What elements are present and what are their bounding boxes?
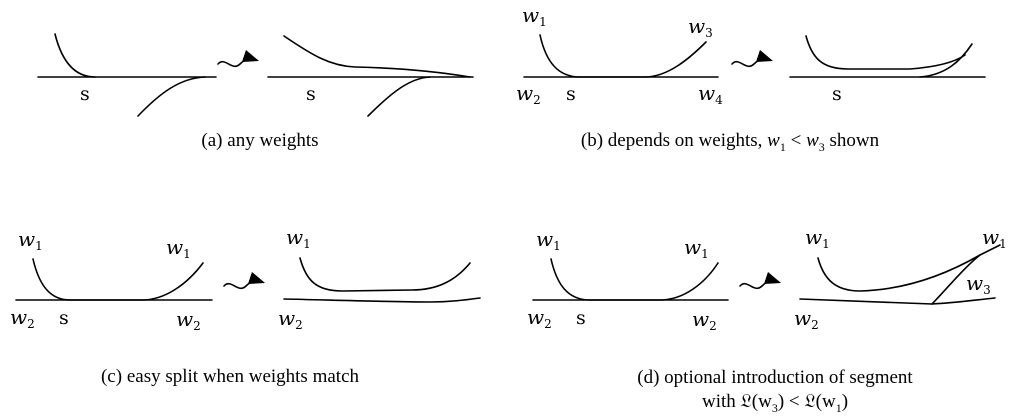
caption-b-sub3: 3 xyxy=(818,139,825,154)
label-w1: w1 xyxy=(522,3,547,29)
label-w2: w2 xyxy=(10,305,35,331)
caption-d-sub3: 3 xyxy=(771,400,778,415)
curve-upper-arc xyxy=(805,35,966,70)
panel-b-before: w1 w3 w2 s w4 xyxy=(516,3,723,107)
curve-upper-arc xyxy=(817,254,981,292)
label-s: s xyxy=(576,307,586,329)
panel-a-after: s xyxy=(267,35,474,117)
label-s: s xyxy=(566,83,576,105)
caption-b-sub1: 1 xyxy=(779,139,786,154)
caption-b-w3: w xyxy=(806,130,819,151)
label-w3: w3 xyxy=(966,271,991,297)
label-w2: w2 xyxy=(516,81,541,107)
panel-d-after: w1 w1 w3 w2 xyxy=(794,225,1007,332)
panel-a: s s xyxy=(37,33,474,117)
caption-d: (d) optional introduction of segment wit… xyxy=(565,366,985,420)
panel-c-after: w1 w2 xyxy=(278,225,481,332)
curve-left-arc xyxy=(54,33,96,78)
label-w2: w2 xyxy=(527,305,552,331)
label-w2: w2 xyxy=(176,307,201,333)
caption-c: (c) easy split when weights match xyxy=(50,366,410,388)
panel-c: w1 w1 w2 s w2 w1 w2 xyxy=(10,225,481,333)
label-w2: w2 xyxy=(692,307,717,333)
caption-d-line1: (d) optional introduction of segment xyxy=(637,367,913,388)
panel-c-before: w1 w1 w2 s w2 xyxy=(10,227,213,333)
label-s: s xyxy=(80,83,90,105)
caption-a: (a) any weights xyxy=(140,130,380,152)
label-w1: w1 xyxy=(166,235,191,261)
curve-lower-arc xyxy=(367,76,431,117)
curve-right-arc xyxy=(919,43,973,78)
transform-arrow xyxy=(739,271,782,290)
curve-lower-line xyxy=(283,297,481,303)
curve-merged-arc xyxy=(283,35,471,78)
label-w4: w4 xyxy=(698,81,723,107)
curve-u-arc xyxy=(550,258,719,301)
panel-d-before: w1 w1 w2 s w2 xyxy=(527,227,729,333)
caption-d-L-w3: 𝔏(w xyxy=(740,391,772,412)
caption-b-w1: w xyxy=(767,130,780,151)
label-s: s xyxy=(306,83,316,105)
caption-d-close: ) xyxy=(841,391,849,412)
label-w1: w1 xyxy=(805,225,830,251)
caption-d-with: with xyxy=(701,391,741,412)
panel-d: w1 w1 w2 s w2 w1 w1 w3 w2 xyxy=(527,225,1007,333)
curve-lower-line xyxy=(799,297,996,305)
label-w2: w2 xyxy=(794,306,819,332)
transform-arrow xyxy=(217,49,260,68)
panel-a-before: s xyxy=(37,33,217,117)
label-s: s xyxy=(59,307,69,329)
curve-u-arc xyxy=(539,34,707,78)
label-w1: w1 xyxy=(286,225,311,251)
label-w3: w3 xyxy=(688,14,713,40)
transform-arrow xyxy=(223,271,266,290)
label-w1: w1 xyxy=(684,235,709,261)
label-w2: w2 xyxy=(278,306,303,332)
caption-b-lt: < xyxy=(785,130,807,151)
caption-c-text: (c) easy split when weights match xyxy=(100,366,359,387)
curve-u-arc xyxy=(32,258,204,301)
panel-b-after: s xyxy=(789,35,986,105)
caption-b-prefix: (b) depends on weights, xyxy=(580,130,768,151)
label-w1: w1 xyxy=(536,227,561,253)
curve-tip xyxy=(979,244,1001,256)
caption-d-sub1: 1 xyxy=(835,400,842,415)
curve-upper-arc xyxy=(299,257,471,292)
caption-b: (b) depends on weights, w1 < w3 shown xyxy=(515,130,945,155)
caption-b-suffix: shown xyxy=(824,130,880,151)
caption-d-L-w1: ) < 𝔏(w xyxy=(777,391,836,412)
label-s: s xyxy=(832,83,842,105)
panel-b: w1 w3 w2 s w4 s xyxy=(516,3,986,107)
label-w1: w1 xyxy=(18,227,43,253)
caption-a-text: (a) any weights xyxy=(201,130,319,151)
curve-segment-w3 xyxy=(931,254,981,305)
transform-arrow xyxy=(731,49,774,68)
caption-d-line2: with 𝔏(w3) < 𝔏(w1) xyxy=(565,390,985,420)
curve-lower-arc xyxy=(137,76,206,117)
label-w1: w1 xyxy=(982,225,1007,251)
